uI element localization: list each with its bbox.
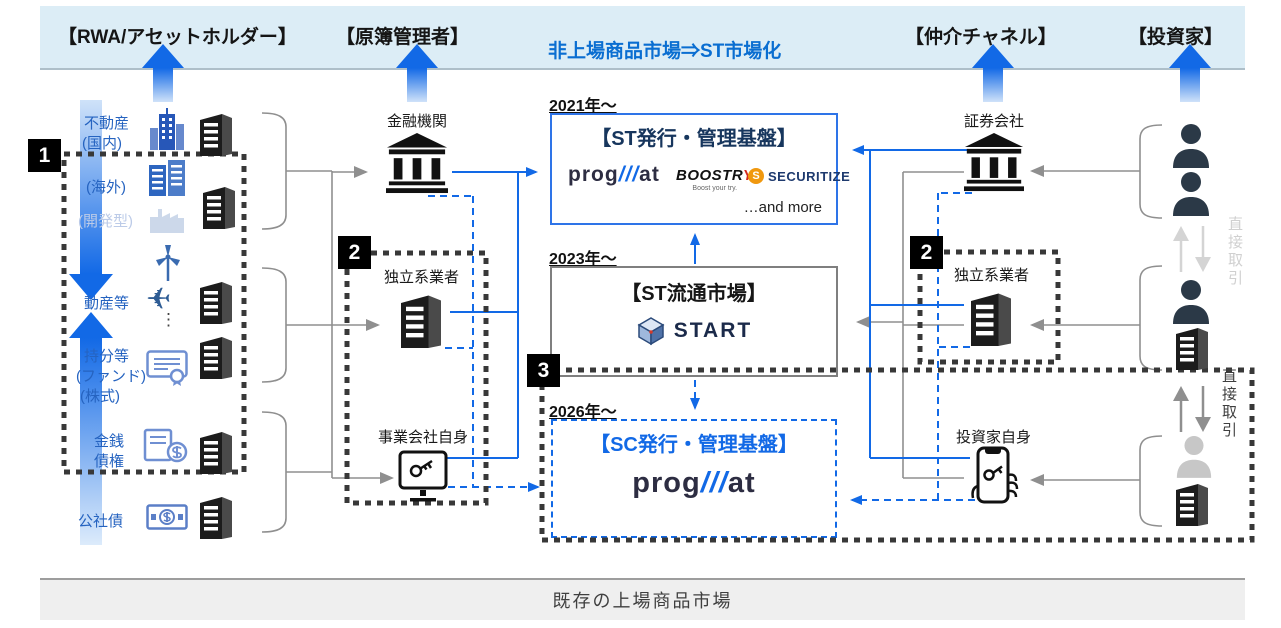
investor-building-icon [1172,322,1212,370]
header-registry-admin: 【原簿管理者】 [336,27,470,48]
asset-development: (開発型) [78,213,133,230]
airplane-icon: ✈ [146,283,172,316]
asset-equity: 持分等 [84,348,130,365]
bracket-right-3 [1139,435,1163,527]
up-arrow-registry [396,44,438,68]
direct-trade-label-top: 直接取引 [1226,216,1243,288]
bracket-left-1 [261,112,287,230]
registry-independent-label: 独立系業者 [384,269,460,286]
holder-building-icon [196,331,236,379]
holder-building-icon [196,276,236,324]
holder-building-icon [199,181,239,229]
investor-person-icon [1170,278,1212,324]
badge-1: 1 [28,139,61,172]
boostry-logo: BOOSTRY Boost your try. [676,167,753,192]
direct-trade-arrows-bottom [1173,386,1211,432]
top-band [40,6,1245,70]
wind-turbine-icon [150,242,186,282]
existing-listed-market-band: 既存の上場商品市場 [40,578,1245,620]
monitor-key-icon [398,450,448,504]
asset-movables: 動産等 [84,295,130,312]
investor-building-icon [1172,478,1212,526]
investor-person-icon [1170,122,1212,168]
independent-firm-building-icon [396,288,446,348]
asset-real-estate: 不動産 [84,115,130,132]
overseas-buildings-icon [146,158,188,196]
development-factory-icon [148,205,186,233]
start-cube-icon [636,316,666,346]
securitize-s-icon: S [748,168,764,184]
up-arrow-rwa-stem [153,68,173,102]
asset-monetary-claims-1: 金銭 [94,433,125,450]
badge-3: 3 [527,354,560,387]
banknote-icon [146,504,188,530]
registry-business-self-label: 事業会社自身 [378,429,469,446]
header-market-shift-title: 非上場商品市場⇒ST市場化 [548,41,782,62]
sc-issue-platform-box: 【SC発行・管理基盤】 prog///at [551,419,837,538]
st-issue-year: 2021年〜 [549,98,617,115]
channel-securities-label: 証券会社 [964,113,1025,130]
bracket-right-2 [1139,265,1163,371]
st-issue-platform-box: 【ST発行・管理基盤】 prog///at BOOSTRY Boost your… [550,113,850,225]
asset-domestic: (国内) [82,135,122,152]
sc-issue-title: 【SC発行・管理基盤】 [590,434,798,456]
holder-building-icon [196,108,236,156]
up-arrow-investors-stem [1180,68,1200,102]
boostry-tagline: Boost your try. [692,185,738,192]
channel-investor-self-label: 投資家自身 [956,429,1032,446]
st-issue-title: 【ST発行・管理基盤】 [591,128,797,150]
up-arrow-registry-stem [407,68,427,102]
asset-fund: (ファンド) [76,368,146,385]
channel-independent-label: 独立系業者 [954,267,1030,284]
registry-bank-label: 金融機関 [387,113,448,130]
progmat-logo-large: prog///at [632,467,756,499]
st-secondary-market-box: 【ST流通市場】 START [550,266,838,377]
up-arrow-channel [972,44,1014,68]
investor-person-icon [1170,170,1212,216]
existing-listed-market-label: 既存の上場商品市場 [552,591,733,611]
st-market-year: 2023年〜 [549,251,617,268]
bank-icon [386,132,448,194]
bracket-right-1 [1139,124,1163,219]
money-claims-icon [143,428,189,464]
bracket-left-2 [261,267,287,383]
st-market-title: 【ST流通市場】 [621,283,767,305]
bracket-left-3 [261,411,287,533]
asset-overseas: (海外) [86,179,126,196]
asset-flow-up-arrow [69,312,113,338]
badge-2-right: 2 [910,236,943,269]
header-investors: 【投資家】 [1128,27,1224,48]
investor-person-faded-icon [1174,434,1214,478]
holder-building-icon [196,426,236,474]
progmat-logo: prog///at [568,163,660,186]
asset-stock: (株式) [80,388,120,405]
independent-firm-building-icon [966,286,1016,346]
smartphone-hand-icon [966,446,1020,508]
header-intermediary-channel: 【仲介チャネル】 [905,27,1057,48]
and-more-label: …and more [743,199,822,216]
certificate-icon [146,350,188,386]
up-arrow-investors [1169,44,1211,68]
bank-icon [964,132,1024,192]
header-rwa-asset-holder: 【RWA/アセットホルダー】 [58,27,297,48]
start-logo: START [552,316,836,346]
badge-2-left: 2 [338,236,371,269]
city-building-icon [148,108,186,150]
up-arrow-channel-stem [983,68,1003,102]
sc-issue-year: 2026年〜 [549,404,617,421]
direct-trade-label-bottom: 直接取引 [1220,368,1237,440]
holder-building-icon [196,491,236,539]
asset-public-bonds: 公社債 [78,513,124,530]
up-arrow-rwa [142,44,184,68]
direct-trade-arrows-top [1173,226,1211,272]
securitize-logo: S SECURITIZE [748,168,850,184]
asset-monetary-claims-2: 債権 [94,453,125,470]
